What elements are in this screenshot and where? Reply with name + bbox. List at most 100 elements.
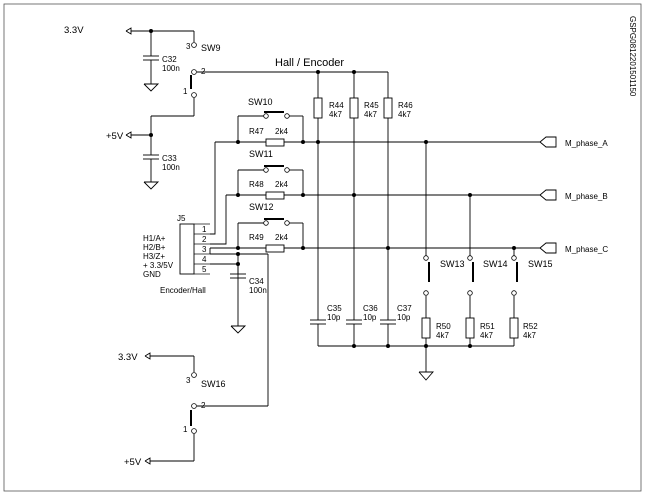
svg-text:3: 3	[202, 245, 207, 254]
r44-body	[313, 97, 323, 119]
r44-value: 4k7	[329, 110, 342, 119]
c35-value: 10p	[327, 313, 341, 322]
sw16-pin3	[191, 372, 197, 378]
r51-ref: R51	[480, 322, 495, 331]
r51-body	[465, 317, 475, 339]
ground-symbol-c33	[143, 181, 160, 190]
r46-body	[383, 97, 393, 119]
r44-ref: R44	[329, 101, 344, 110]
svg-text:3: 3	[186, 376, 191, 385]
rail-5v-top-arrow	[125, 131, 132, 139]
c34-capacitor: C34 100n	[230, 252, 267, 334]
ground-symbol-c32	[143, 83, 160, 92]
sw11-label: SW11	[249, 149, 273, 159]
svg-text:1: 1	[202, 225, 207, 234]
sw9-pin3	[191, 42, 197, 48]
r45-value: 4k7	[364, 110, 377, 119]
port-m-phase-c: M_phase_C	[565, 245, 608, 254]
r52-value: 4k7	[523, 331, 536, 340]
j5-signal-1: H1/A+	[143, 234, 166, 243]
c36-value: 10p	[363, 313, 377, 322]
top-supply-section: 3.3V 3 SW9 C32 100n 2 1 +5V C33	[64, 25, 221, 190]
r47-ref: R47	[249, 127, 264, 136]
r52-ref: R52	[523, 322, 538, 331]
rail-3v3-bottom-arrow	[144, 352, 151, 360]
c32-value: 100n	[162, 64, 180, 73]
svg-text:2: 2	[201, 67, 206, 76]
sw9-pin2	[191, 69, 197, 75]
r49-ref: R49	[249, 233, 264, 242]
r45-ref: R45	[364, 101, 379, 110]
sw16-pin2	[191, 403, 197, 409]
rail-3v3-top-arrow	[125, 27, 132, 35]
ground-symbol-c34	[230, 325, 247, 334]
c34-value: 100n	[249, 286, 267, 295]
svg-text:5: 5	[202, 265, 207, 274]
sw14-label: SW14	[483, 259, 508, 269]
j5-signal-5: GND	[143, 270, 161, 279]
r50-body	[421, 317, 431, 339]
rail-5v-bottom-label: +5V	[124, 457, 142, 468]
phase-b-channel: R48 2k4 SW12 M_phase_B	[226, 165, 608, 212]
svg-text:2: 2	[202, 235, 207, 244]
c37-value: 10p	[397, 313, 411, 322]
r45-body	[349, 97, 359, 119]
r52-body	[509, 317, 519, 339]
c35-ref: C35	[327, 304, 342, 313]
c33-value: 100n	[162, 163, 180, 172]
r46-value: 4k7	[398, 110, 411, 119]
filter-capacitors: C35 10p C36 10p C37 10p	[310, 142, 514, 381]
rail-5v-top-label: +5V	[106, 131, 124, 142]
rail-5v-bottom-arrow	[144, 457, 151, 465]
r49-value: 2k4	[275, 233, 288, 242]
r46-ref: R46	[398, 101, 413, 110]
r48-ref: R48	[249, 180, 264, 189]
pulldown-switches: SW13 R50 4k7 SW14 R51 4k7 SW15 R52 4k7	[421, 142, 553, 346]
bottom-supply-section: 3.3V 3 SW16 2 1 +5V	[118, 352, 268, 468]
j5-signal-3: H3/Z+	[143, 252, 165, 261]
drawing-frame	[3, 3, 642, 492]
phase-a-channel: SW10 R47 2k4 SW11 M_phase_A	[215, 97, 608, 159]
r50-ref: R50	[436, 322, 451, 331]
c33-ref: C33	[162, 154, 177, 163]
j5-body	[179, 223, 195, 275]
rail-3v3-bottom-label: 3.3V	[118, 352, 138, 363]
phase-c-channel: R49 2k4 M_phase_C	[210, 218, 608, 254]
r49-body	[265, 244, 285, 253]
r48-value: 2k4	[275, 180, 288, 189]
port-m-phase-b-shape	[539, 189, 557, 201]
svg-text:3: 3	[186, 42, 191, 51]
rail-3v3-top-label: 3.3V	[64, 25, 84, 36]
sw12-label: SW12	[249, 202, 274, 212]
j5-name: Encoder/Hall	[160, 286, 206, 295]
r50-value: 4k7	[436, 331, 449, 340]
ground-symbol-main	[418, 371, 434, 381]
c36-ref: C36	[363, 304, 378, 313]
sw15-label: SW15	[528, 259, 553, 269]
j5-signal-4: + 3.3/5V	[143, 261, 174, 270]
r51-value: 4k7	[480, 331, 493, 340]
j5-ref: J5	[177, 214, 186, 223]
c32-ref: C32	[162, 55, 177, 64]
sw16-label: SW16	[201, 379, 226, 389]
sw13-label: SW13	[440, 259, 465, 269]
port-m-phase-a: M_phase_A	[565, 139, 608, 148]
port-m-phase-b: M_phase_B	[565, 192, 608, 201]
svg-text:1: 1	[183, 87, 188, 96]
pullup-bus: R44 4k7 R45 4k7 R46 4k7	[197, 70, 413, 248]
svg-text:1: 1	[183, 425, 188, 434]
c37-ref: C37	[397, 304, 412, 313]
document-id: GSPG0812201501150	[628, 16, 637, 97]
sw9-pin1	[191, 92, 197, 98]
r47-body	[265, 138, 285, 147]
svg-text:2: 2	[201, 401, 206, 410]
j5-signal-2: H2/B+	[143, 243, 166, 252]
c34-ref: C34	[249, 277, 264, 286]
r47-value: 2k4	[275, 127, 288, 136]
sw10-label: SW10	[248, 97, 273, 107]
r48-body	[265, 191, 285, 200]
port-m-phase-a-shape	[539, 136, 557, 148]
sw16-pin1	[191, 428, 197, 434]
